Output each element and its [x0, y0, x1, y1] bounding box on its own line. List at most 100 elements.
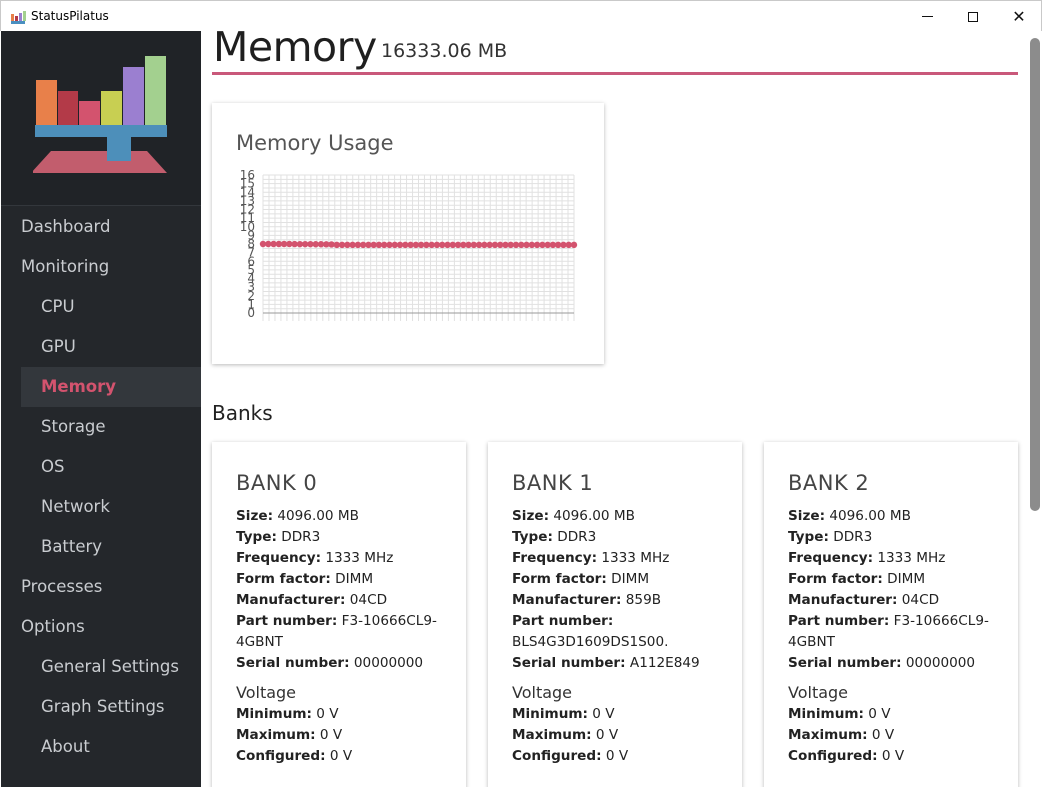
- data-point: [465, 241, 472, 249]
- data-point: [560, 241, 567, 249]
- y-tick-label: 9: [247, 228, 255, 242]
- vertical-scrollbar[interactable]: [1028, 31, 1042, 787]
- sidebar-item-storage[interactable]: Storage: [41, 417, 106, 436]
- title-divider: [212, 72, 1018, 75]
- bank-field-value: DDR3: [557, 529, 597, 545]
- data-point: [539, 241, 546, 249]
- bank-field-sep: :: [872, 748, 878, 764]
- bank-field-label: Type: [512, 529, 548, 545]
- bank-title: BANK 0: [236, 471, 318, 495]
- bank-field-sep: :: [325, 571, 331, 587]
- sidebar-item-graph-settings[interactable]: Graph Settings: [41, 697, 165, 716]
- sidebar-item-gpu[interactable]: GPU: [41, 337, 76, 356]
- bank-row-form-factor: Form factor: DIMM: [788, 569, 1003, 590]
- bank-field-value: DIMM: [887, 571, 926, 587]
- close-button[interactable]: ✕: [996, 1, 1042, 32]
- bank-field-sep: :: [582, 706, 588, 722]
- logo-bar-3: [79, 101, 100, 125]
- logo-area: [1, 31, 201, 206]
- bank-field-value: DIMM: [611, 571, 650, 587]
- data-point: [512, 241, 520, 249]
- bank-field-label: Minimum: [236, 706, 307, 722]
- data-point: [502, 241, 509, 249]
- sidebar-item-dashboard[interactable]: Dashboard: [21, 217, 111, 236]
- bank-field-sep: :: [620, 655, 626, 671]
- sidebar-item-monitoring[interactable]: Monitoring: [21, 257, 110, 276]
- bank-field-sep: :: [858, 706, 864, 722]
- bank-field-value: 4096.00 MB: [553, 508, 635, 524]
- sidebar-item-options[interactable]: Options: [21, 617, 85, 636]
- maximize-button[interactable]: [950, 1, 996, 32]
- sidebar-item-battery[interactable]: Battery: [41, 537, 103, 556]
- bank-field-sep: :: [896, 655, 902, 671]
- bank-field-value: 0 V: [316, 706, 339, 722]
- bank-field-label: Maximum: [788, 727, 863, 743]
- bank-row-size: Size: 4096.00 MB: [236, 506, 451, 527]
- bank-field-sep: :: [616, 592, 622, 608]
- bank-row-voltage-cfg: Configured: 0 V: [788, 746, 1003, 767]
- bank-field-value: 0 V: [871, 727, 895, 743]
- bank-field-sep: :: [819, 508, 826, 524]
- y-tick-label: 4: [247, 272, 255, 286]
- sidebar-item-about[interactable]: About: [41, 737, 90, 756]
- bank-field-label: Maximum: [512, 727, 587, 743]
- data-point: [259, 240, 267, 248]
- data-point: [402, 241, 409, 249]
- bank-field-label: Size: [788, 508, 820, 524]
- bank-field-sep: :: [267, 508, 274, 524]
- bank-field-value: 04CD: [901, 592, 940, 608]
- bank-field-sep: :: [877, 571, 883, 587]
- bank-field-sep: :: [543, 508, 550, 524]
- y-tick-label: 14: [240, 185, 255, 199]
- app-icon: [10, 10, 26, 24]
- bank-field-value: 00000000: [353, 655, 424, 671]
- bank-field-value: 0 V: [319, 727, 343, 743]
- bank-field-label: Type: [788, 529, 824, 545]
- scrollbar-thumb[interactable]: [1030, 38, 1040, 511]
- data-point: [565, 241, 572, 249]
- data-point: [549, 241, 557, 249]
- bank-field-label: Minimum: [788, 706, 859, 722]
- bank-field-label: Manufacturer: [788, 592, 893, 608]
- bank-field-sep: :: [823, 529, 829, 545]
- sidebar-item-processes[interactable]: Processes: [21, 577, 103, 596]
- bank-field-value: 1333 MHz: [601, 550, 670, 566]
- bank-field-sep: :: [315, 550, 322, 566]
- data-point: [554, 241, 562, 249]
- data-point: [328, 241, 335, 248]
- y-tick-label: 16: [240, 168, 255, 182]
- bank-field-label: Serial number: [236, 655, 345, 671]
- y-tick-label: 1: [247, 297, 255, 311]
- data-point: [491, 241, 499, 249]
- bank-row-type: Type: DDR3: [788, 527, 1003, 548]
- sidebar-item-network[interactable]: Network: [41, 497, 110, 516]
- bank-field-label: Frequency: [512, 550, 592, 566]
- sidebar-item-memory[interactable]: Memory: [21, 367, 201, 407]
- chart-title: Memory Usage: [236, 131, 394, 155]
- bank-title: BANK 1: [512, 471, 594, 495]
- bank-row-type: Type: DDR3: [512, 527, 727, 548]
- bank-field-label: Part number: [236, 613, 332, 629]
- bank-row-type: Type: DDR3: [236, 527, 451, 548]
- bank-field-label: Maximum: [236, 727, 311, 743]
- bank-row-part-number: Part number: F3-10666CL9-4GBNT: [788, 611, 1003, 653]
- bank-field-label: Type: [236, 529, 272, 545]
- data-point: [375, 241, 383, 249]
- y-tick-label: 10: [240, 220, 255, 234]
- data-point: [317, 241, 325, 248]
- minimize-button[interactable]: [904, 1, 950, 32]
- data-point: [312, 241, 319, 248]
- sidebar-item-general-settings[interactable]: General Settings: [41, 657, 179, 676]
- data-point: [423, 241, 430, 249]
- sidebar-item-os[interactable]: OS: [41, 457, 65, 476]
- sidebar-item-cpu[interactable]: CPU: [41, 297, 75, 316]
- bank-field-sep: :: [547, 529, 553, 545]
- data-point: [333, 241, 340, 249]
- bank-field-sep: :: [596, 748, 602, 764]
- bank-field-value: DDR3: [281, 529, 321, 545]
- minimize-icon: [921, 16, 933, 17]
- bank-field-label: Serial number: [788, 655, 897, 671]
- bank-field-sep: :: [344, 655, 350, 671]
